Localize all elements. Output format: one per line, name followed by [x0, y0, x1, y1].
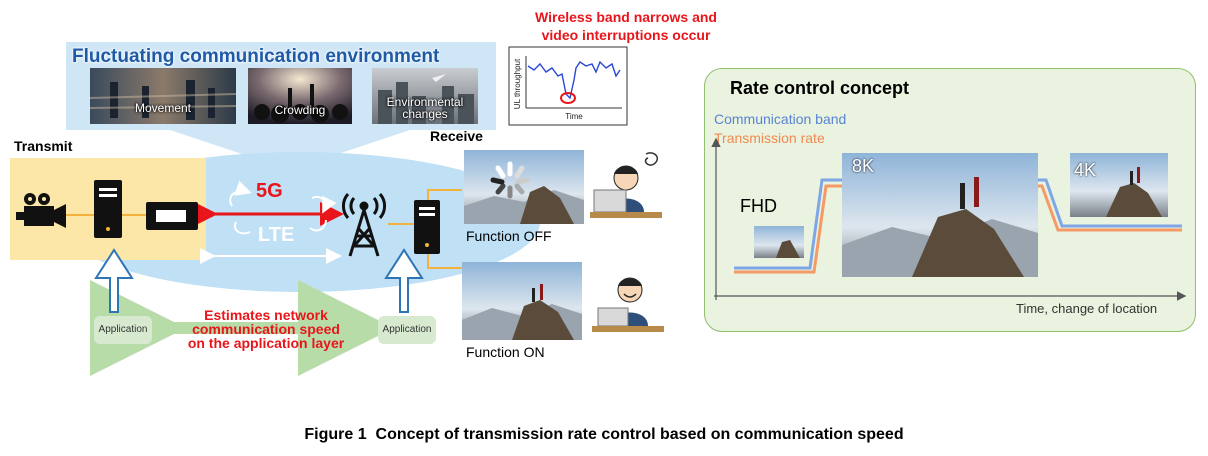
label-8k: 8K — [852, 156, 875, 176]
throughput-line — [527, 60, 621, 100]
video-thumbnail-4k — [1070, 153, 1168, 217]
server-icon-transmit — [94, 180, 122, 238]
up-arrow-left — [94, 248, 134, 313]
rate-control-xaxis-label: Time, change of location — [1016, 301, 1158, 316]
legend-communication-band: Communication band — [714, 111, 847, 127]
function-on-label: Function ON — [466, 344, 545, 360]
legend-transmission-rate: Transmission rate — [714, 130, 825, 146]
application-box-right: Application — [378, 316, 436, 344]
frustrated-viewer-icon — [590, 152, 662, 218]
happy-viewer-icon — [592, 277, 664, 332]
video-thumbnail-fhd — [754, 226, 804, 258]
server-icon-receive — [414, 200, 440, 254]
alert-line-1: Wireless band narrows and — [535, 9, 717, 25]
network-5g-label: 5G — [256, 180, 283, 202]
label-4k: 4K — [1074, 160, 1097, 180]
environment-pointer — [170, 130, 410, 170]
photo-crowding: Crowding — [248, 68, 352, 124]
environment-title: Fluctuating communication environment — [72, 46, 440, 67]
throughput-chart-frame — [508, 46, 628, 126]
alert-text: Wireless band narrows and video interrup… — [496, 8, 756, 44]
estimate-line-3: on the application layer — [187, 335, 345, 351]
encoder-device-icon — [146, 202, 198, 230]
swirl-icon-right — [311, 195, 337, 214]
figure-caption: Figure 1 Concept of transmission rate co… — [304, 426, 904, 443]
photo-movement: Movement — [90, 68, 236, 124]
video-thumbnail-8k — [842, 153, 1038, 277]
application-box-left: Application — [94, 316, 152, 344]
alert-line-2: video interruptions occur — [541, 27, 711, 43]
photo-environmental-changes: Environmental changes — [372, 68, 478, 124]
swirl-icon-left — [229, 180, 252, 207]
loading-spinner-icon — [490, 161, 530, 199]
photo-label-crowding: Crowding — [274, 103, 326, 117]
receive-label: Receive — [430, 128, 483, 144]
photo-label-movement: Movement — [134, 101, 192, 115]
throughput-ylabel: UL throughput — [513, 58, 522, 109]
network-lte-label: LTE — [258, 224, 295, 246]
photo-label-environmental-changes: Environmental changes — [386, 95, 464, 121]
transmit-label: Transmit — [14, 138, 73, 154]
throughput-chart: UL throughput Time — [508, 46, 628, 126]
estimate-line-2: communication speed — [192, 321, 340, 337]
throughput-drop-marker — [560, 92, 576, 104]
receive-video-on — [462, 262, 582, 340]
rate-control-title: Rate control concept — [730, 78, 910, 98]
throughput-xlabel: Time — [565, 112, 583, 121]
estimate-text: Estimates network communication speed on… — [150, 308, 382, 350]
label-fhd: FHD — [740, 196, 777, 216]
receive-video-off — [464, 150, 584, 224]
up-arrow-right — [384, 248, 424, 313]
antenna-tower-icon — [341, 193, 387, 257]
video-camera-icon — [16, 193, 66, 228]
function-off-label: Function OFF — [466, 228, 552, 244]
estimate-line-1: Estimates network — [204, 307, 328, 323]
